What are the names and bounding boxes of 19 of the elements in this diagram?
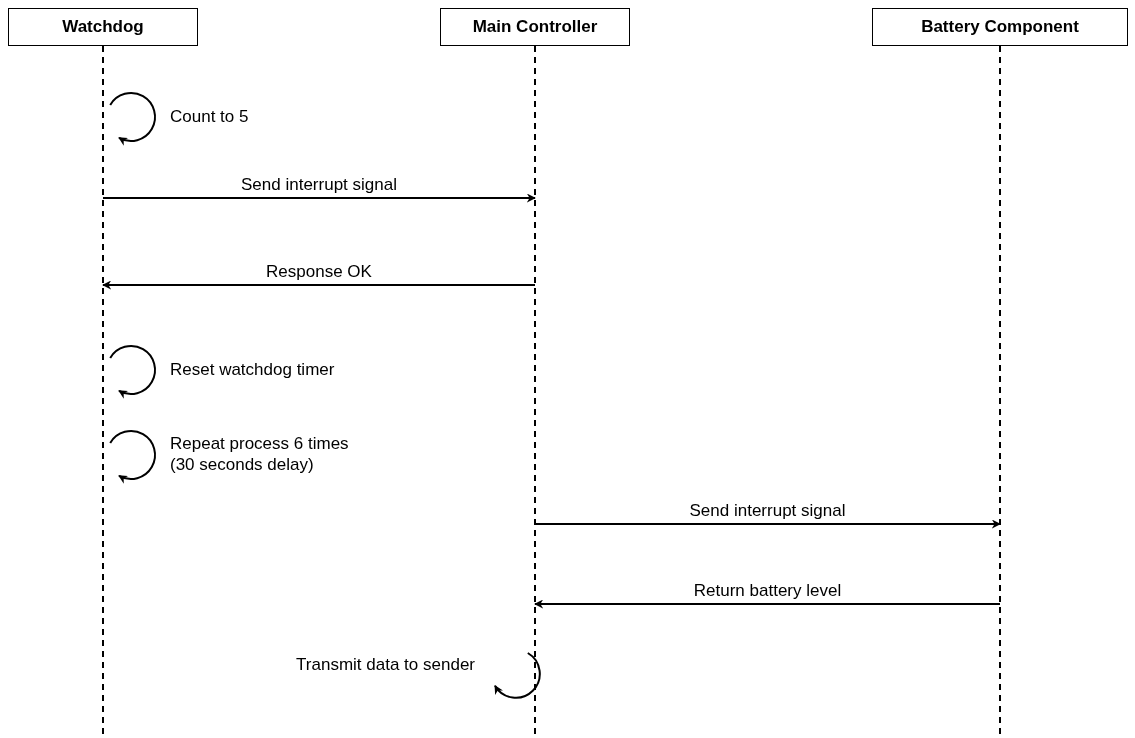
message-label: Return battery level [693, 581, 842, 600]
message-arrow [534, 599, 1001, 609]
self-loop-arrow [494, 652, 541, 699]
participant-box: Main Controller [440, 8, 630, 46]
message-label: Count to 5 [170, 107, 249, 126]
self-loop-arrow [109, 92, 156, 146]
message-arrow [534, 519, 1001, 529]
message-arrow [102, 193, 536, 203]
message-label: Response OK [266, 262, 372, 281]
self-loop-arrow [109, 345, 156, 399]
message-label: Transmit data to sender [296, 655, 475, 674]
message-label: Repeat process 6 times (30 seconds delay) [170, 434, 349, 474]
self-loop-arrow [109, 430, 156, 484]
message-label: Send interrupt signal [689, 501, 846, 520]
message-label: Reset watchdog timer [170, 360, 335, 379]
message-label: Send interrupt signal [241, 175, 397, 194]
participant-box: Battery Component [872, 8, 1128, 46]
message-arrow [102, 280, 536, 290]
participant-box: Watchdog [8, 8, 198, 46]
